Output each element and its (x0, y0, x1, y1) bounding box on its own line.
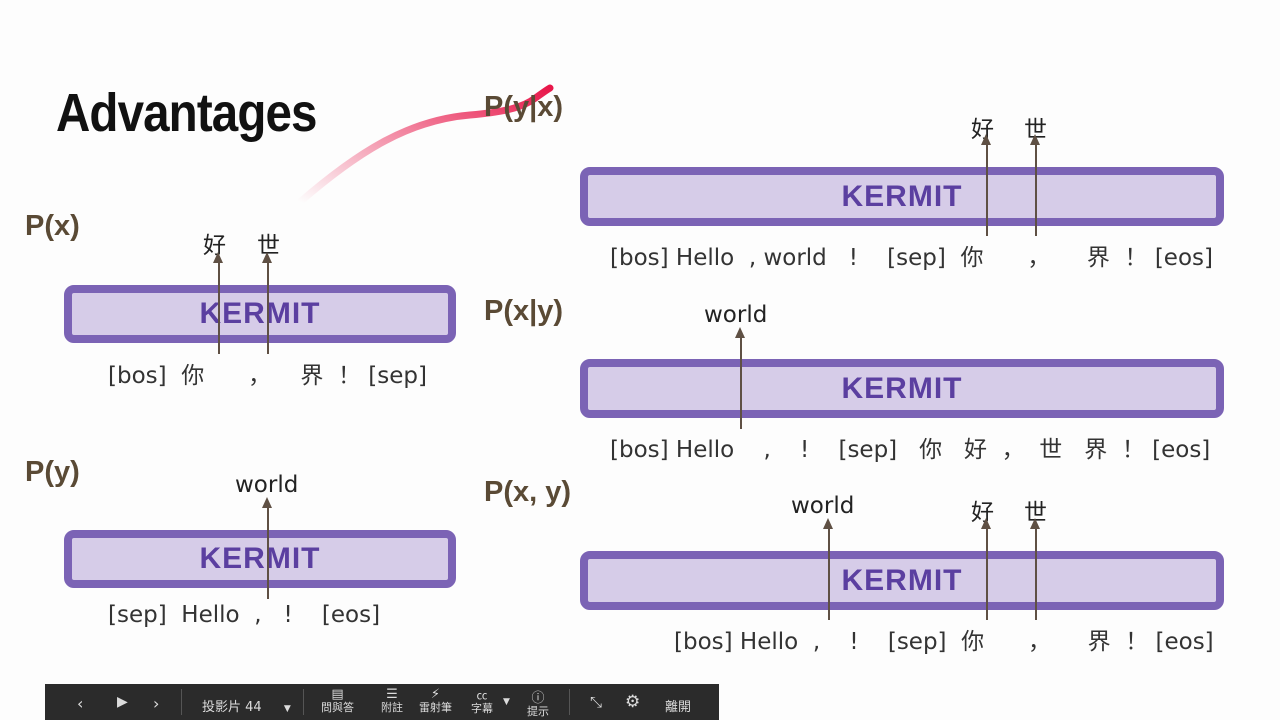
captions-chevron-down-icon[interactable]: ▼ (503, 697, 510, 707)
leave-button[interactable]: 離開 (665, 700, 692, 715)
pyx-kermit-box: KERMIT (580, 167, 1224, 226)
pxyj-arrow-1 (824, 518, 832, 620)
presenter-toolbar: ‹ ▶ › 投影片 44 ▼ ▤ 問與答 ☰ 附註 ⚡ 雷射筆 ㏄ 字幕 ▼ ⓘ… (45, 684, 719, 720)
py-kermit-label: KERMIT (199, 542, 321, 575)
chat-icon: ▤ (331, 687, 344, 702)
px-output-shi: 世 (257, 233, 280, 259)
next-arrow-icon[interactable]: › (153, 694, 160, 713)
slide-number-selector[interactable]: 投影片 44 ▼ (202, 696, 291, 715)
pxy-output-world: world (704, 302, 768, 328)
slide-title: Advantages (56, 83, 317, 143)
pxyj-output-world: world (791, 493, 855, 519)
pxyj-output-shi: 世 (1024, 500, 1047, 526)
pyx-output-shi: 世 (1024, 117, 1047, 143)
pxy-kermit-box: KERMIT (580, 359, 1224, 418)
pyx-kermit-label: KERMIT (841, 179, 963, 213)
laser-pointer-button[interactable]: ⚡ 雷射筆 (419, 687, 452, 714)
qa-button[interactable]: ▤ 問與答 (321, 687, 354, 714)
pyx-arrow-2 (1031, 134, 1039, 236)
toolbar-divider (181, 689, 182, 715)
exit-fullscreen-icon[interactable]: ⤡ (590, 693, 603, 711)
px-kermit-label: KERMIT (199, 297, 321, 330)
notes-icon: ☰ (386, 687, 398, 702)
chevron-down-icon: ▼ (283, 704, 291, 714)
pxyj-arrow-2 (982, 518, 990, 620)
captions-button[interactable]: ㏄ 字幕 (471, 687, 493, 715)
px-kermit-box: KERMIT (64, 285, 456, 343)
pyx-label: P(y|x) (484, 91, 564, 123)
py-input-tokens: [sep] Hello , ! [eos] (108, 602, 381, 628)
toolbar-divider (303, 689, 304, 715)
pxyj-arrow-3 (1031, 518, 1039, 620)
pxyj-kermit-box: KERMIT (580, 551, 1224, 610)
px-arrow-2 (263, 252, 271, 354)
slide-number-label: 投影片 44 (202, 700, 262, 715)
py-kermit-box: KERMIT (64, 530, 456, 588)
pxy-arrow-1 (736, 327, 744, 429)
notes-button[interactable]: ☰ 附註 (381, 687, 403, 714)
hint-button[interactable]: ⓘ 提示 (527, 687, 549, 718)
prev-arrow-icon[interactable]: ‹ (77, 694, 84, 713)
pxy-input-tokens: [bos] Hello , ! [sep] 你 好 ， 世 界 ！ [eos] (610, 437, 1211, 463)
info-icon: ⓘ (531, 691, 545, 706)
pyx-input-tokens: [bos] Hello , world ! [sep] 你 ， 界 ！ [eos… (610, 245, 1213, 271)
cc-icon: ㏄ (476, 689, 488, 702)
hint-label: 提示 (527, 705, 549, 718)
laser-label: 雷射筆 (419, 701, 452, 714)
play-icon[interactable]: ▶ (117, 694, 128, 710)
px-arrow-1 (214, 252, 222, 354)
px-input-tokens: [bos] 你 ， 界 ！ [sep] (108, 363, 427, 389)
pxyj-label: P(x, y) (484, 476, 572, 508)
toolbar-divider (569, 689, 570, 715)
notes-label: 附註 (381, 701, 403, 714)
pxyj-kermit-label: KERMIT (841, 563, 963, 597)
py-output-world: world (235, 472, 299, 498)
gear-icon[interactable]: ⚙ (625, 692, 641, 712)
pyx-arrow-1 (982, 134, 990, 236)
laser-icon: ⚡ (430, 687, 441, 702)
pxyj-input-tokens: [bos] Hello , ! [sep] 你 ， 界 ！ [eos] (674, 629, 1214, 655)
captions-label: 字幕 (471, 702, 493, 715)
pxy-kermit-label: KERMIT (841, 371, 963, 405)
qa-label: 問與答 (321, 701, 354, 714)
py-label: P(y) (25, 456, 80, 488)
py-arrow-1 (263, 497, 271, 599)
pxy-label: P(x|y) (484, 295, 564, 327)
px-label: P(x) (25, 210, 80, 242)
